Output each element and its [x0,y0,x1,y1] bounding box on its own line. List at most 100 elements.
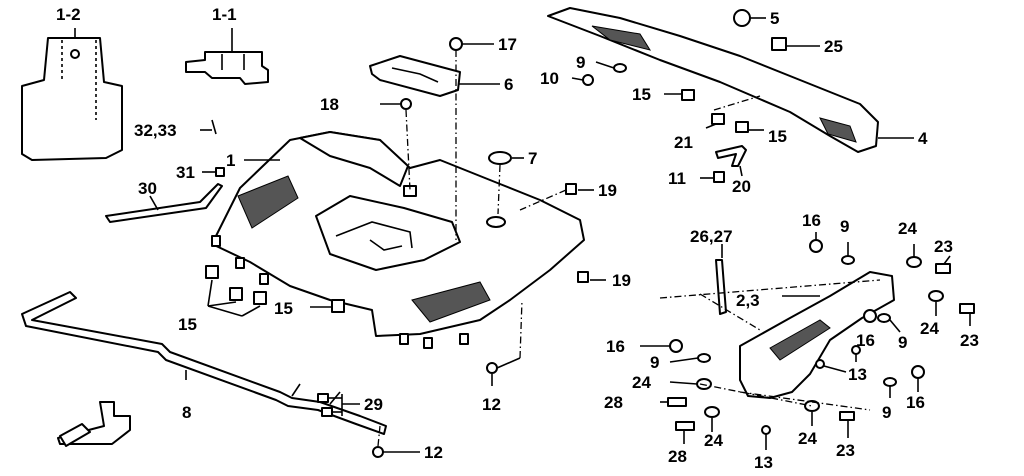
label-21: 21 [674,133,693,152]
label-30: 30 [138,179,157,198]
clip-21 [705,113,725,129]
label-19-lower: 19 [612,271,631,290]
washer-9-lower [883,377,897,398]
label-9-top: 9 [576,53,585,72]
label-15-middle: 15 [274,299,293,318]
washer-9-left [669,353,711,363]
label-1-1: 1-1 [212,5,237,24]
label-13-upper: 13 [848,365,867,384]
bolt-28-lower [675,421,695,444]
label-23-right: 23 [960,331,979,350]
part-25-clip [771,37,820,51]
label-9-lower: 9 [882,403,891,422]
label-13-lower: 13 [754,453,773,472]
label-28-lower: 28 [668,447,687,466]
bolt-11 [700,171,725,183]
label-4: 4 [918,129,928,148]
part-1-rear-fender [211,131,585,349]
clip-15-top [664,89,695,101]
bolt-12-lower [372,425,420,458]
label-19-upper: 19 [598,181,617,200]
part-5-plug [733,9,766,27]
label-12-upper: 12 [482,395,501,414]
washer-24-lower-left [704,406,720,432]
clip-15-right [735,121,764,133]
label-2-3: 2,3 [736,291,760,310]
washer-24-top [906,244,922,268]
label-9-left: 9 [650,353,659,372]
nut-16-left [640,339,683,353]
label-25: 25 [824,37,843,56]
label-15-top: 15 [632,85,651,104]
label-1: 1 [226,151,235,170]
washer-24-left [669,378,712,390]
label-10: 10 [540,69,559,88]
label-24-lower-right: 24 [798,429,817,448]
label-18: 18 [320,95,339,114]
label-9-right: 9 [840,217,849,236]
nut-16-lower [911,365,925,392]
part-1-2-panel [21,28,123,161]
part-32-33-rod [200,119,217,135]
clip-15-middle [331,299,345,313]
label-24-left: 24 [632,373,651,392]
label-24-lower-left: 24 [704,431,723,450]
label-11: 11 [668,169,686,188]
bolt-18 [380,98,412,191]
label-16-top: 16 [802,211,821,230]
bolt-13-lower [761,425,771,450]
nut-16-mid [863,309,877,323]
label-8: 8 [182,403,191,422]
label-23-lower: 23 [836,441,855,460]
washer-24-right [928,290,944,316]
label-5: 5 [770,9,779,28]
washer-24-lower-right [804,400,820,426]
part-2-3-side-bracket [739,271,895,399]
label-1-2: 1-2 [56,5,81,24]
label-20: 20 [732,177,751,196]
nut-10 [571,74,594,86]
washer-9-mid [877,313,901,333]
label-32-33: 32,33 [134,121,177,140]
bracket-dash-line-2 [699,293,761,331]
label-24-top: 24 [898,219,917,238]
label-16-left: 16 [606,337,625,356]
part-26-27-stay [715,244,727,315]
part-4-rear-rack [547,7,914,153]
bolt-28-left [660,397,687,407]
part-1-1-bracket [185,28,269,85]
part-30-rod [105,183,223,223]
bolt-23-lower [839,411,855,438]
bolt-23-right [959,303,975,326]
bolt-23-top [935,255,951,274]
rack-dash-line [713,95,761,111]
label-23-top: 23 [934,237,953,256]
label-7: 7 [528,149,537,168]
washer-9-right [841,242,855,265]
label-26-27: 26,27 [690,227,733,246]
bolt-13-left [815,359,847,373]
label-15-right: 15 [768,127,787,146]
bolt-17 [449,37,494,240]
clip-15-group-left [205,265,267,317]
label-12-lower: 12 [424,443,443,462]
label-28-left: 28 [604,393,623,412]
nut-16-top [809,232,823,253]
part-31-clip [202,167,225,177]
label-9-mid: 9 [898,333,907,352]
label-24-right: 24 [920,319,939,338]
bolt-12-upper [486,299,523,386]
label-17: 17 [498,35,517,54]
front-direction-arrow-icon [57,401,131,447]
washer-9-top [595,61,627,73]
bolt-29 [317,393,360,417]
label-15-left: 15 [178,315,197,334]
bolt-19-lower [577,271,606,283]
bracket-20 [715,145,747,177]
label-6: 6 [504,75,513,94]
cap-7 [488,151,524,215]
label-31: 31 [176,163,195,182]
lower-dash-line-2 [699,383,813,407]
